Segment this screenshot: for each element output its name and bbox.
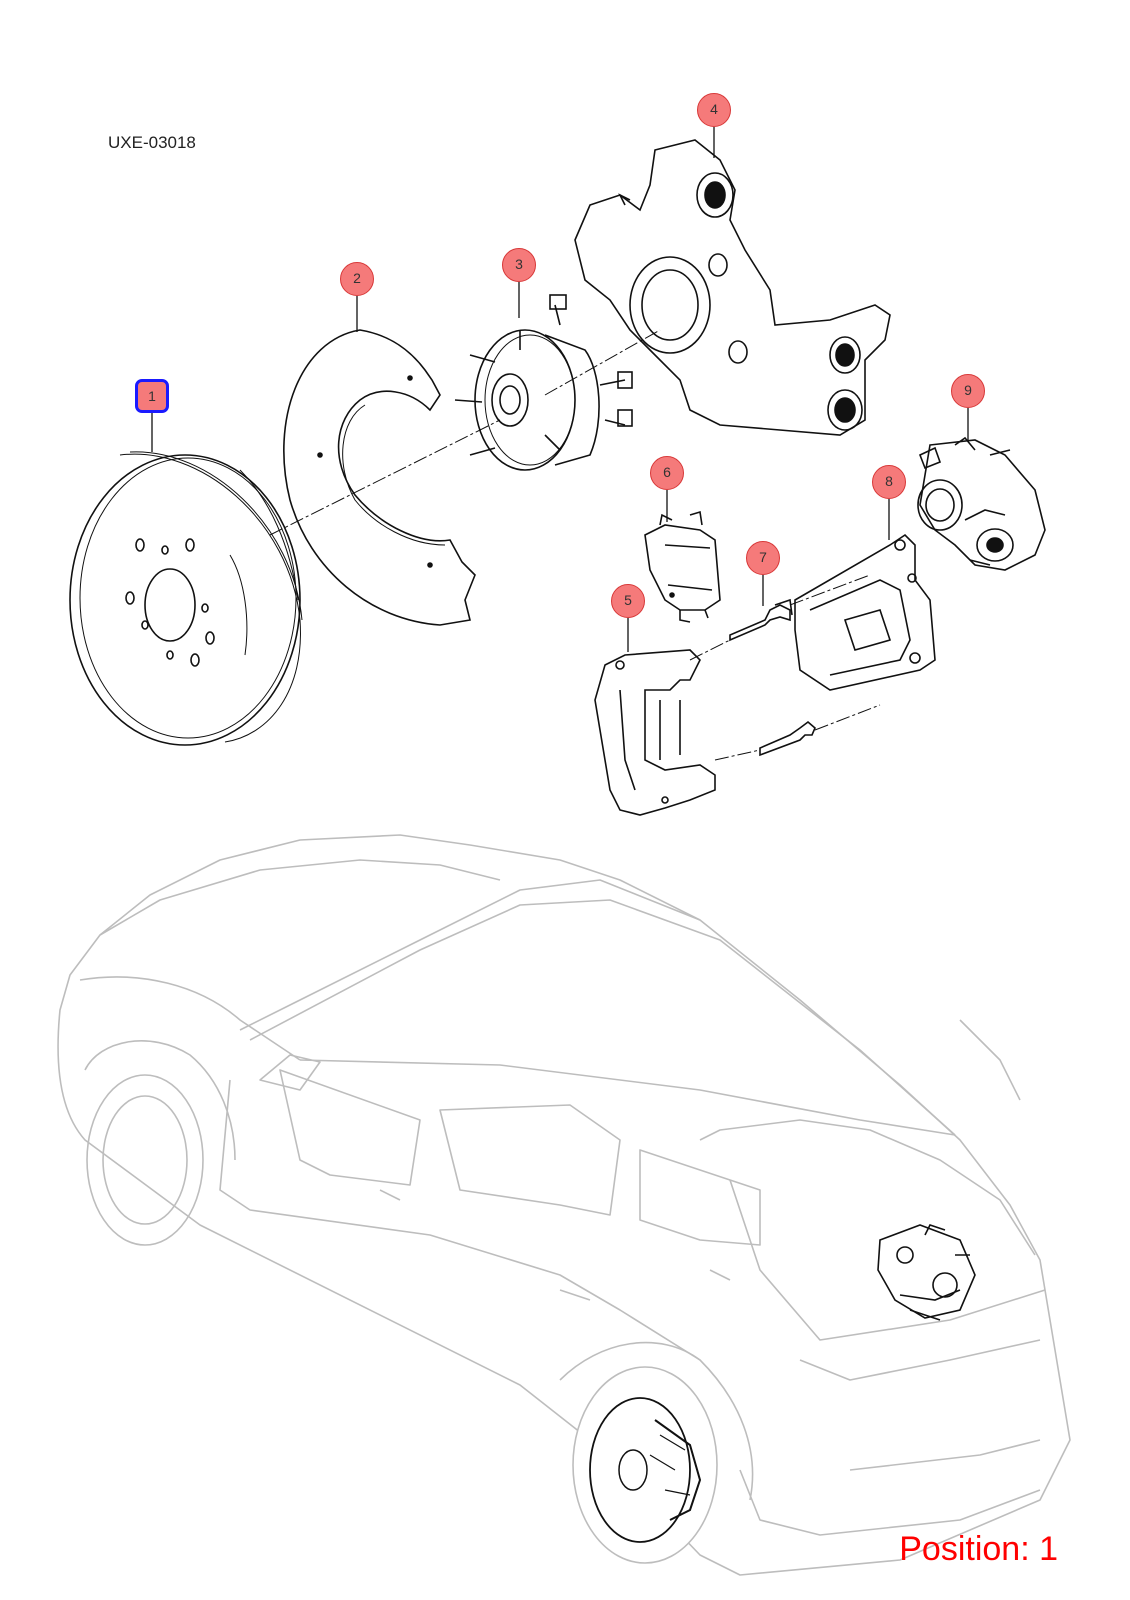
callout-5[interactable]: 5 (611, 584, 645, 618)
callout-4[interactable]: 4 (697, 93, 731, 127)
brake-disc (69, 451, 303, 746)
brake-pads (644, 510, 721, 623)
callout-8[interactable]: 8 (872, 465, 906, 499)
wheel-hub-bearing (454, 294, 633, 471)
callout-1[interactable]: 1 (135, 379, 169, 413)
callout-3[interactable]: 3 (502, 248, 536, 282)
callout-9[interactable]: 9 (951, 374, 985, 408)
diagram-code: UXE-03018 (108, 133, 196, 152)
guide-pin-axis-lines (689, 574, 881, 761)
vehicle-silhouette (57, 834, 1071, 1576)
callout-leader-lines (151, 127, 969, 652)
callout-6[interactable]: 6 (650, 456, 684, 490)
parking-brake-actuator (917, 436, 1046, 571)
position-label: Position: 1 (899, 1530, 1058, 1568)
assembly-axis-line (269, 329, 661, 536)
guide-pins (729, 598, 816, 757)
caliper-bracket (594, 649, 716, 816)
callout-7[interactable]: 7 (746, 541, 780, 575)
dust-shield (283, 329, 476, 626)
steering-knuckle (574, 139, 891, 436)
brake-caliper (794, 533, 936, 691)
vehicle-mini-brake-assembly (877, 1224, 976, 1321)
vehicle-rear-wheel (572, 1366, 718, 1564)
callout-2[interactable]: 2 (340, 262, 374, 296)
